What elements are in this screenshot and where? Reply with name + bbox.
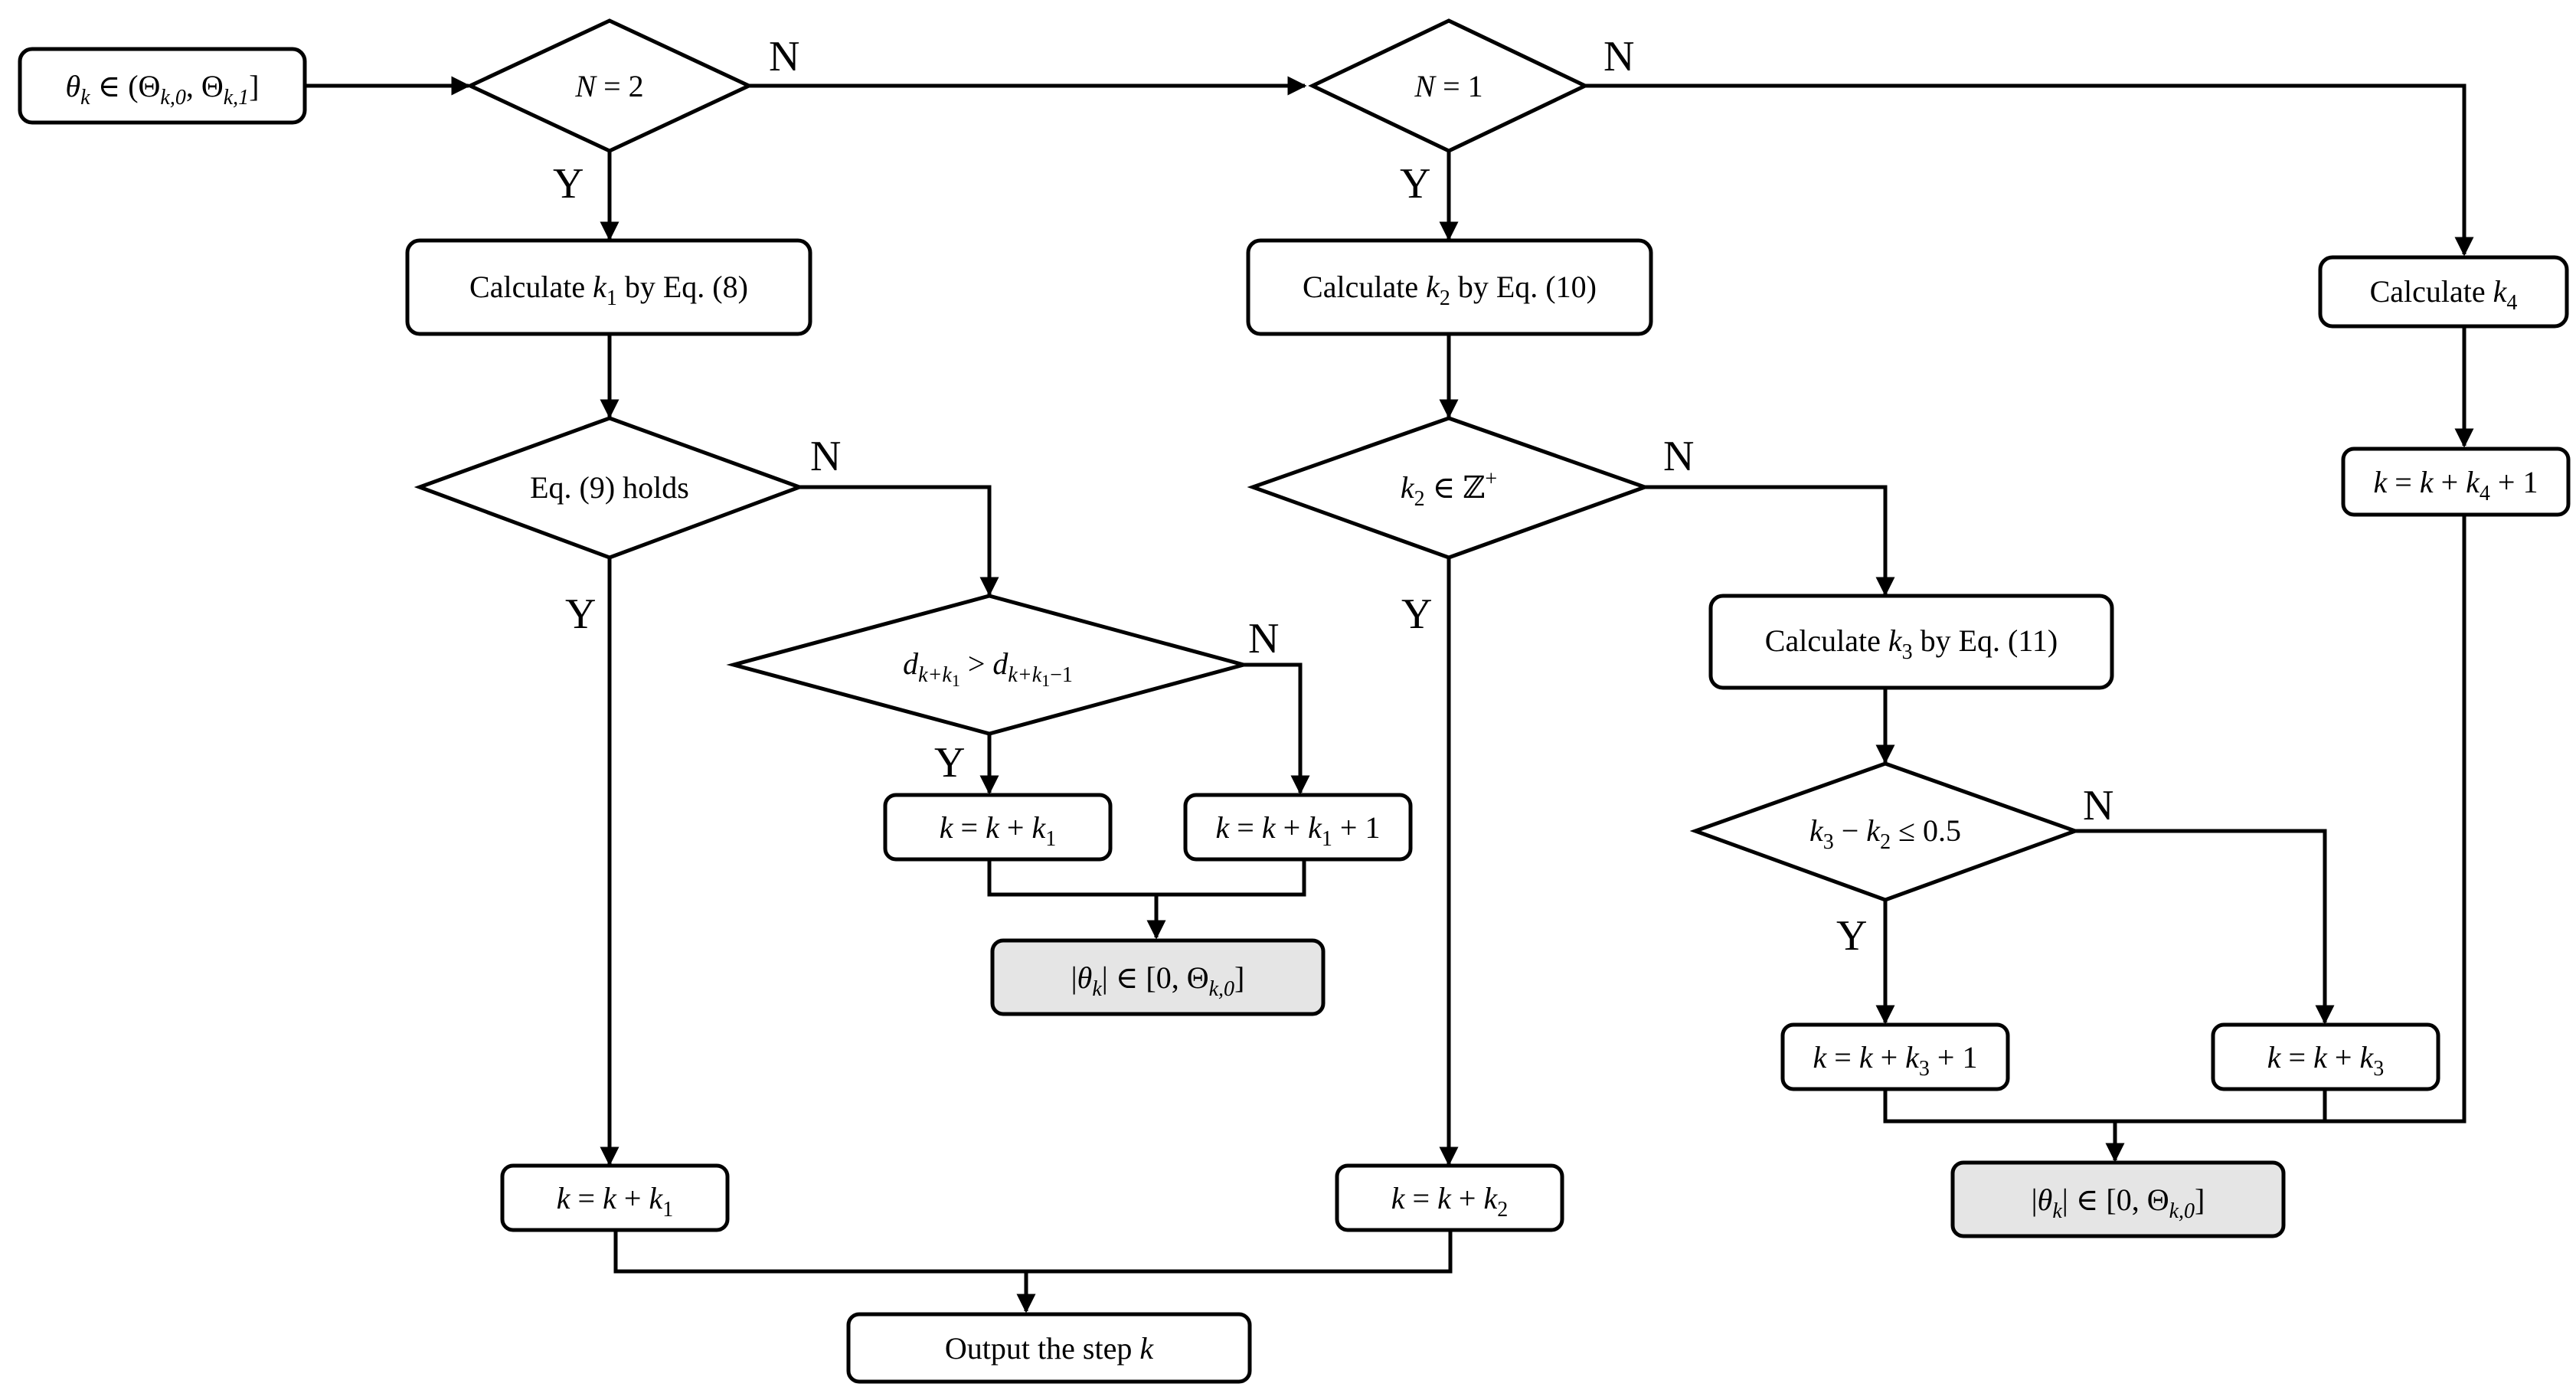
svg-text:Output the step k: Output the step k	[945, 1331, 1154, 1366]
svg-text:k = k + k1 + 1: k = k + k1 + 1	[1216, 810, 1381, 851]
merge-kk3-boxes	[1883, 1089, 2327, 1124]
merge-kk1-boxes	[987, 861, 1306, 897]
process-k-plus-k3-plus-1: k = k + k3 + 1	[1780, 1022, 2010, 1091]
svg-text:dk+k1 > dk+k1−1: dk+k1 > dk+k1−1	[903, 646, 1073, 690]
svg-text:k = k + k3: k = k + k3	[2267, 1040, 2384, 1081]
label-y-n1: Y	[1400, 160, 1430, 208]
process-k-plus-k1-b: k = k + k1	[500, 1163, 730, 1232]
label-y-n2: Y	[553, 160, 584, 208]
arrow-k2z-no-to-calc-k3	[1645, 485, 1895, 597]
svg-text:Calculate k4: Calculate k4	[2370, 274, 2518, 315]
process-calculate-k4: Calculate k4	[2318, 255, 2569, 329]
decision-n-equals-1: N = 1	[1308, 18, 1590, 153]
decision-n-equals-2: N = 2	[466, 18, 754, 153]
svg-text:Calculate k3 by Eq. (11): Calculate k3 by Eq. (11)	[1765, 623, 2058, 664]
svg-text:k = k + k3 + 1: k = k + k3 + 1	[1813, 1040, 1978, 1081]
svg-text:|θk| ∈ [0, Θk,0]: |θk| ∈ [0, Θk,0]	[1071, 960, 1245, 1001]
svg-text:N = 2: N = 2	[574, 69, 643, 103]
svg-text:k = k + k1: k = k + k1	[557, 1181, 673, 1222]
process-k-plus-k3: k = k + k3	[2211, 1022, 2440, 1091]
label-n-k3k2: N	[2083, 782, 2113, 829]
decision-eq9-holds: Eq. (9) holds	[414, 416, 806, 560]
process-calculate-k2: Calculate k2 by Eq. (10)	[1246, 238, 1653, 336]
connectors	[305, 76, 2474, 1313]
svg-text:k3 − k2 ≤ 0.5: k3 − k2 ≤ 0.5	[1809, 813, 1961, 854]
label-n-k2z: N	[1663, 433, 1694, 480]
label-n-dcmp: N	[1248, 615, 1279, 662]
svg-text:Calculate k1 by Eq. (8): Calculate k1 by Eq. (8)	[469, 270, 748, 310]
svg-text:Eq. (9) holds: Eq. (9) holds	[530, 470, 689, 505]
process-k-plus-k1-a: k = k + k1	[883, 793, 1113, 862]
arrow-n1-no-to-calc-k4	[1585, 83, 2474, 257]
process-calculate-k3: Calculate k3 by Eq. (11)	[1708, 594, 2114, 690]
branch-labels: N Y N Y N Y N Y N Y N Y	[553, 33, 2113, 960]
svg-text:Calculate k2 by Eq. (10): Calculate k2 by Eq. (10)	[1303, 270, 1597, 310]
label-n-eq9: N	[810, 433, 841, 480]
label-y-dcmp: Y	[934, 739, 965, 787]
label-y-eq9: Y	[565, 590, 596, 638]
terminal-theta-range-2: |θk| ∈ [0, Θk,0]	[1950, 1160, 2286, 1238]
arrow-k3k2-no-to-kk3	[2075, 829, 2335, 1025]
process-k-plus-k2: k = k + k2	[1335, 1163, 1564, 1232]
label-n-n2: N	[769, 33, 799, 80]
svg-text:k = k + k1: k = k + k1	[940, 810, 1056, 851]
label-n-n1: N	[1603, 33, 1634, 80]
node-start: θk ∈ (Θk,0, Θk,1]	[18, 47, 307, 125]
svg-text:|θk| ∈ [0, Θk,0]: |θk| ∈ [0, Θk,0]	[2032, 1183, 2205, 1223]
process-k-plus-k1-plus-1: k = k + k1 + 1	[1183, 793, 1413, 862]
svg-text:k = k + k4 + 1: k = k + k4 + 1	[2374, 465, 2538, 505]
arrow-eq9-no-to-dcmp	[799, 485, 999, 597]
label-y-k3k2: Y	[1836, 912, 1867, 960]
process-calculate-k1: Calculate k1 by Eq. (8)	[405, 238, 812, 336]
terminal-output-step-k: Output the step k	[846, 1312, 1252, 1384]
svg-text:k2 ∈ ℤ+: k2 ∈ ℤ+	[1401, 467, 1497, 511]
merge-kk4p1-line	[2325, 516, 2466, 1124]
arrow-dcmp-no-to-kk1p1	[1244, 662, 1310, 795]
svg-text:θk ∈ (Θk,0, Θk,1]: θk ∈ (Θk,0, Θk,1]	[65, 69, 259, 110]
terminal-theta-range-1: |θk| ∈ [0, Θk,0]	[990, 938, 1326, 1016]
label-y-k2z: Y	[1401, 590, 1432, 638]
svg-text:N = 1: N = 1	[1414, 69, 1483, 103]
svg-text:k = k + k2: k = k + k2	[1391, 1181, 1508, 1222]
process-k-plus-k4-plus-1: k = k + k4 + 1	[2341, 447, 2571, 517]
decision-d-compare: dk+k1 > dk+k1−1	[726, 594, 1251, 736]
decision-k2-in-z-plus: k2 ∈ ℤ+	[1247, 416, 1651, 560]
decision-k3-minus-k2: k3 − k2 ≤ 0.5	[1689, 761, 2081, 902]
merge-to-output	[613, 1230, 1453, 1274]
